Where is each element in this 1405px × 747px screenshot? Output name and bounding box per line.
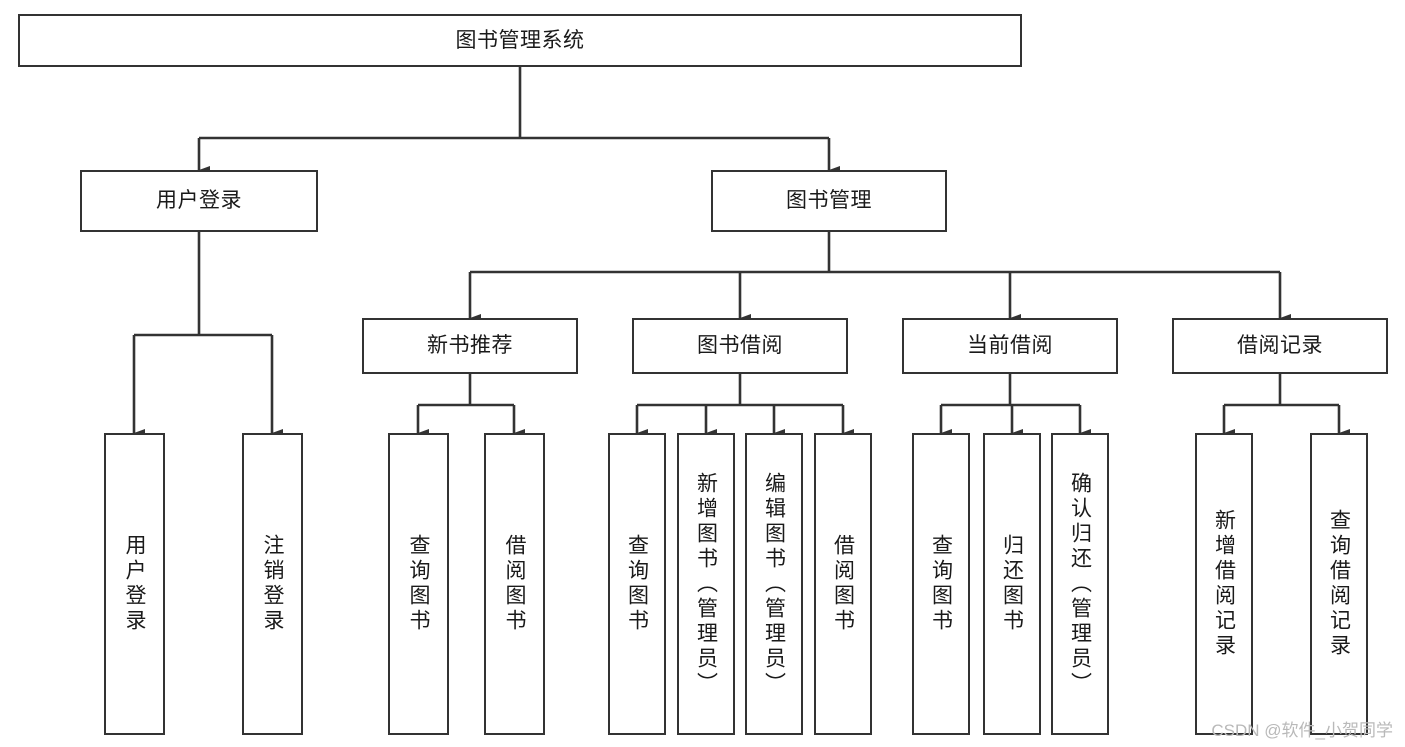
node-book-borrow-label: 图书借阅 bbox=[697, 334, 783, 358]
node-leaf-query-book-3[interactable]: 查询图书 bbox=[912, 433, 970, 735]
node-leaf-query-book-2-label: 查询图书 bbox=[625, 534, 649, 634]
node-leaf-query-book-1-label: 查询图书 bbox=[407, 534, 430, 634]
node-leaf-confirm-return-admin[interactable]: 确认归还（管理员） bbox=[1051, 433, 1109, 735]
node-new-book-recommend[interactable]: 新书推荐 bbox=[362, 318, 578, 374]
node-leaf-add-book-admin[interactable]: 新增图书（管理员） bbox=[677, 433, 735, 735]
node-book-borrow[interactable]: 图书借阅 bbox=[632, 318, 848, 374]
node-current-borrow-label: 当前借阅 bbox=[967, 334, 1053, 358]
node-current-borrow[interactable]: 当前借阅 bbox=[902, 318, 1118, 374]
node-leaf-confirm-return-admin-label: 确认归还（管理员） bbox=[1068, 471, 1092, 697]
node-leaf-edit-book-admin[interactable]: 编辑图书（管理员） bbox=[745, 433, 803, 735]
node-new-book-recommend-label: 新书推荐 bbox=[427, 334, 513, 358]
node-leaf-user-logout-label: 注销登录 bbox=[261, 534, 284, 634]
node-leaf-borrow-book-2-label: 借阅图书 bbox=[831, 534, 855, 634]
node-book-manage-label: 图书管理 bbox=[786, 189, 872, 213]
node-user-login[interactable]: 用户登录 bbox=[80, 170, 318, 232]
node-leaf-add-borrow-record-label: 新增借阅记录 bbox=[1212, 509, 1236, 659]
node-user-login-label: 用户登录 bbox=[156, 189, 242, 213]
node-leaf-borrow-book-1[interactable]: 借阅图书 bbox=[484, 433, 545, 735]
node-leaf-query-book-1[interactable]: 查询图书 bbox=[388, 433, 449, 735]
node-leaf-query-borrow-record-label: 查询借阅记录 bbox=[1327, 509, 1351, 659]
node-borrow-record-label: 借阅记录 bbox=[1237, 334, 1323, 358]
node-leaf-edit-book-admin-label: 编辑图书（管理员） bbox=[762, 471, 786, 697]
node-leaf-query-borrow-record[interactable]: 查询借阅记录 bbox=[1310, 433, 1368, 735]
node-leaf-user-login[interactable]: 用户登录 bbox=[104, 433, 165, 735]
node-leaf-return-book[interactable]: 归还图书 bbox=[983, 433, 1041, 735]
node-root[interactable]: 图书管理系统 bbox=[18, 14, 1022, 67]
node-borrow-record[interactable]: 借阅记录 bbox=[1172, 318, 1388, 374]
node-leaf-user-logout[interactable]: 注销登录 bbox=[242, 433, 303, 735]
node-leaf-query-book-3-label: 查询图书 bbox=[929, 534, 953, 634]
node-leaf-user-login-label: 用户登录 bbox=[123, 534, 146, 634]
node-book-manage[interactable]: 图书管理 bbox=[711, 170, 947, 232]
node-root-label: 图书管理系统 bbox=[455, 28, 585, 52]
node-leaf-return-book-label: 归还图书 bbox=[1000, 534, 1024, 634]
node-leaf-query-book-2[interactable]: 查询图书 bbox=[608, 433, 666, 735]
node-leaf-add-book-admin-label: 新增图书（管理员） bbox=[694, 471, 718, 697]
node-leaf-borrow-book-1-label: 借阅图书 bbox=[503, 534, 526, 634]
node-leaf-add-borrow-record[interactable]: 新增借阅记录 bbox=[1195, 433, 1253, 735]
csdn-watermark: CSDN @软件_小贺同学 bbox=[1211, 721, 1393, 740]
node-leaf-borrow-book-2[interactable]: 借阅图书 bbox=[814, 433, 872, 735]
